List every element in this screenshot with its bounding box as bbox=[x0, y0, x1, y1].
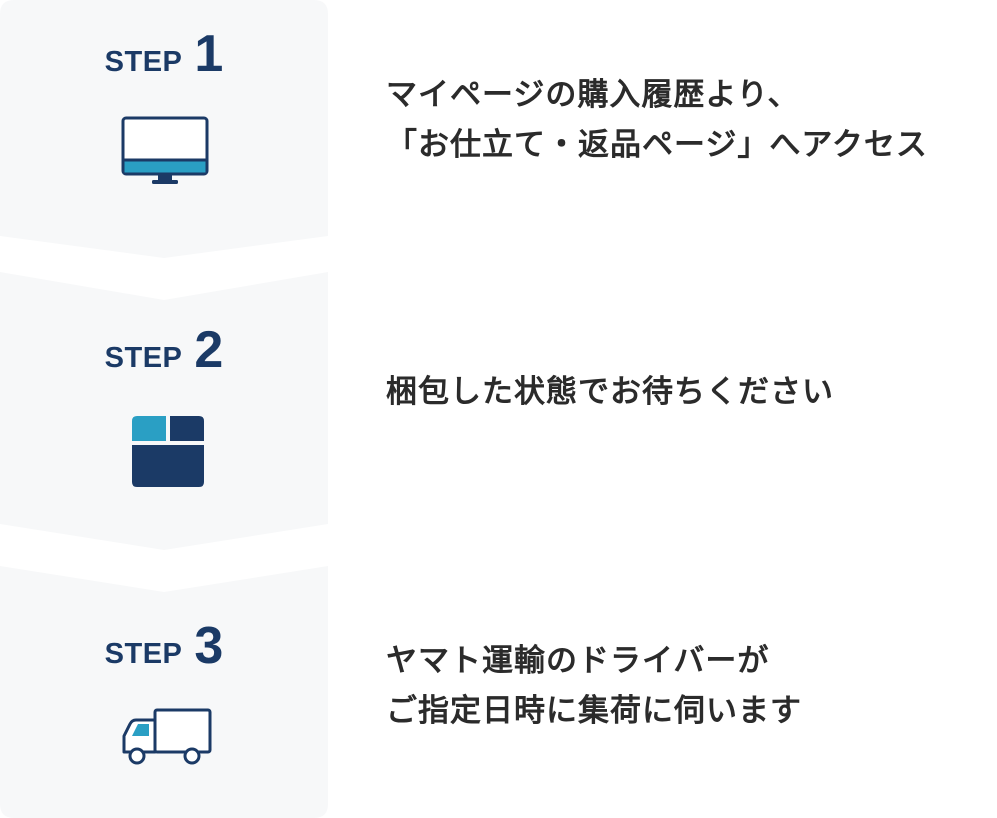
step-2-label: STEP 2 bbox=[0, 320, 328, 380]
step-3-label: STEP 3 bbox=[0, 616, 328, 676]
step-1-label: STEP 1 bbox=[0, 24, 328, 84]
step-1-number: 1 bbox=[194, 25, 224, 83]
step-1-word: STEP bbox=[104, 46, 183, 78]
step-3-panel bbox=[0, 566, 328, 818]
step-2-number: 2 bbox=[194, 321, 224, 379]
step-2-panel bbox=[0, 272, 328, 550]
step-3-description: ヤマト運輸のドライバーが ご指定日時に集荷に伺います bbox=[386, 636, 802, 736]
truck-icon bbox=[122, 708, 212, 765]
monitor-icon bbox=[121, 116, 209, 184]
step-1-line-1: マイページの購入履歴より、 bbox=[386, 77, 800, 113]
box-icon bbox=[132, 416, 204, 487]
step-2-word: STEP bbox=[104, 342, 183, 374]
step-1-description: マイページの購入履歴より、 「お仕立て・返品ページ」へアクセス bbox=[386, 70, 928, 170]
step-2-line-1: 梱包した状態でお待ちください bbox=[386, 374, 834, 410]
step-1-line-2: 「お仕立て・返品ページ」へアクセス bbox=[386, 127, 928, 163]
step-2-description: 梱包した状態でお待ちください bbox=[386, 367, 834, 417]
step-3-line-2: ご指定日時に集荷に伺います bbox=[386, 693, 802, 729]
step-3-number: 3 bbox=[194, 617, 224, 675]
step-3-line-1: ヤマト運輸のドライバーが bbox=[386, 643, 770, 679]
step-3-word: STEP bbox=[104, 638, 183, 670]
